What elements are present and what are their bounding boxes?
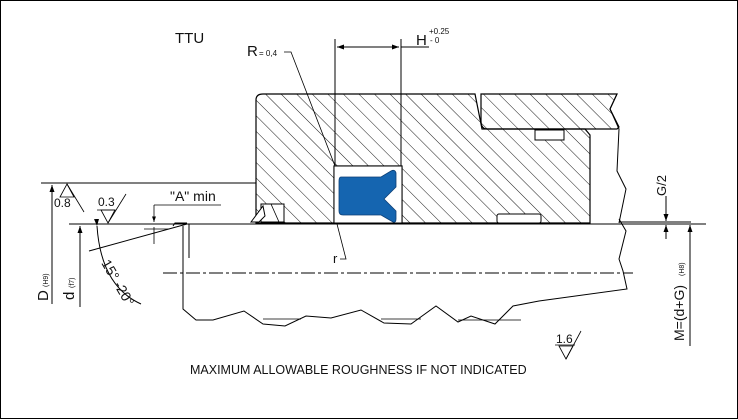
radius-symbol: R — [247, 43, 258, 60]
groove-diameter-tolerance: (H8) — [679, 262, 686, 276]
roughness-value-general: 1.6 — [556, 332, 573, 346]
chamfer-length-dimension: "A" min — [144, 188, 221, 244]
rod-diameter-symbol: d — [61, 292, 78, 300]
housing-left-section — [255, 93, 591, 224]
groove-width-symbol: H — [416, 32, 427, 49]
rod-diameter-dimension: d (f7) — [61, 226, 83, 307]
roughness-value-bore: 0.8 — [54, 196, 71, 210]
roughness-symbol-bore: 0.8 — [54, 183, 85, 213]
groove-diameter-dimension: M=(d+G) (H8) — [671, 225, 693, 346]
right-break-line — [609, 93, 627, 224]
bore-diameter-symbol: D — [35, 290, 52, 301]
bore-diameter-tolerance: (H9) — [43, 273, 50, 287]
roughness-footnote: MAXIMUM ALLOWABLE ROUGHNESS IF NOT INDIC… — [190, 363, 527, 377]
housing-cover-section — [480, 93, 620, 130]
groove-width-tol-upper: +0.25 — [429, 27, 450, 36]
radius-callout: R = 0,4 — [247, 43, 336, 167]
chamfer-angle-dimension: 15° -20° — [88, 218, 188, 309]
bottom-groove — [496, 213, 542, 224]
gap-label: G/2 — [654, 175, 669, 196]
radius-value: = 0,4 — [259, 49, 278, 58]
gap-dimension: G/2 — [641, 175, 706, 239]
corner-radius-label: r — [333, 251, 338, 266]
groove-width-tol-lower: - 0 — [430, 36, 440, 45]
rod-diameter-tolerance: (f7) — [69, 278, 76, 289]
ttu-seal — [338, 169, 397, 223]
bore-diameter-dimension: D (H9) — [35, 185, 55, 304]
chamfer-length-label: "A" min — [170, 188, 216, 204]
rod-body — [172, 218, 628, 327]
corner-radius-callout: r — [333, 223, 347, 266]
chamfer-angle-label: 15° -20° — [98, 257, 137, 309]
top-groove — [534, 129, 565, 141]
roughness-value-rod: 0.3 — [98, 195, 115, 209]
wiper-lip — [250, 204, 266, 223]
roughness-symbol-general: 1.6 — [555, 330, 582, 360]
roughness-symbol-rod: 0.3 — [97, 193, 127, 224]
groove-width-dimension: H +0.25 - 0 — [334, 27, 450, 166]
groove-diameter-formula: M=(d+G) — [671, 285, 687, 341]
profile-label: TTU — [175, 30, 204, 47]
housing-body — [250, 93, 620, 224]
